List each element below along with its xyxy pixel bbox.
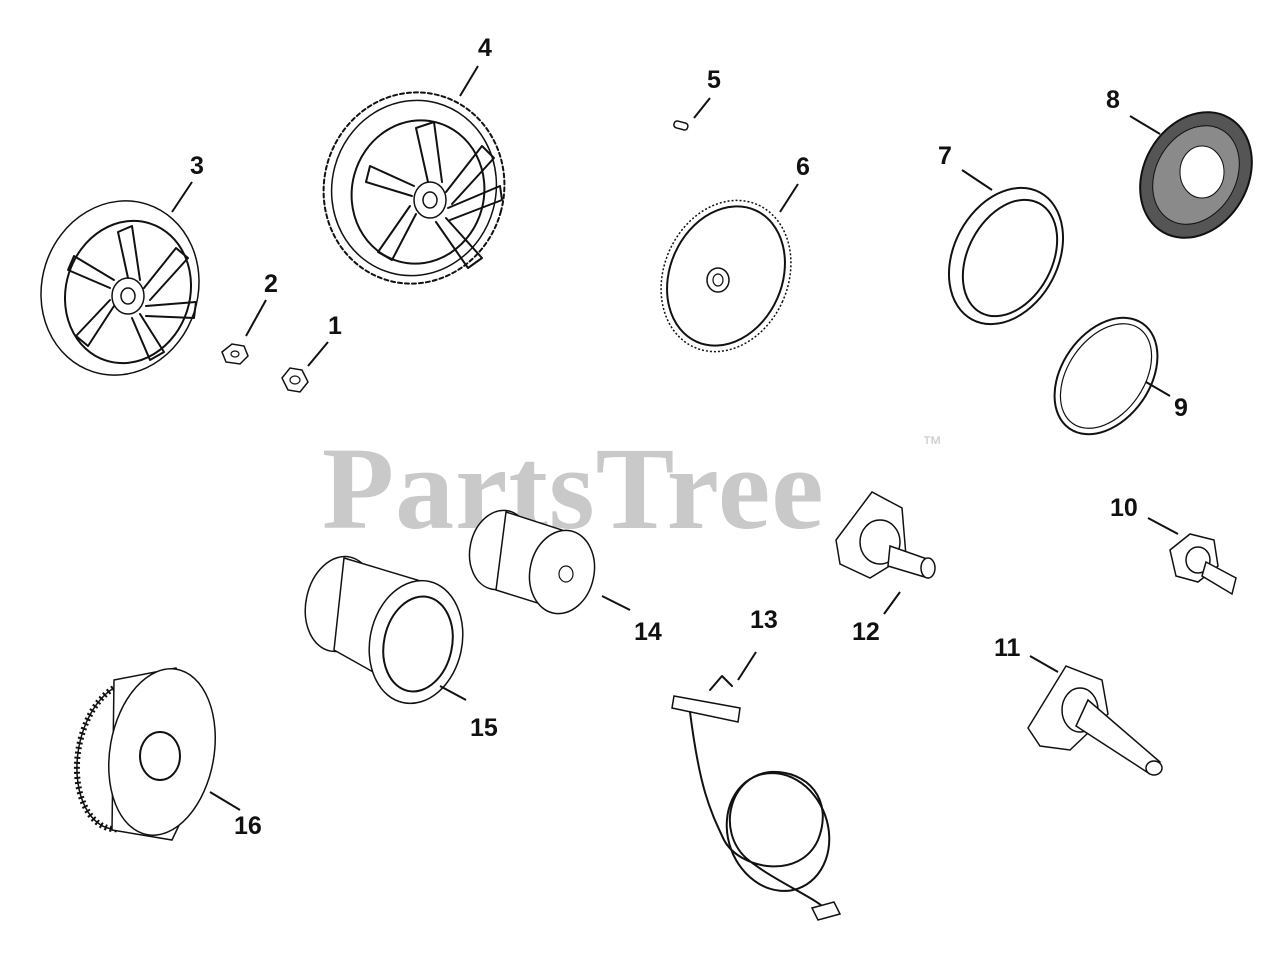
callout-8: 8 xyxy=(1106,86,1120,114)
leader-1 xyxy=(307,341,329,367)
part-14-spacer[interactable] xyxy=(462,505,602,620)
leader-10 xyxy=(1147,517,1179,535)
callout-3: 3 xyxy=(190,152,204,180)
part-4-flywheel-ring-gear[interactable] xyxy=(302,72,526,304)
part-11-spindle[interactable] xyxy=(1027,665,1163,776)
callout-4: 4 xyxy=(478,34,492,62)
leader-8 xyxy=(1129,115,1161,135)
callout-11: 11 xyxy=(994,634,1021,662)
callout-13: 13 xyxy=(750,606,778,634)
callout-2: 2 xyxy=(264,270,278,298)
callout-16: 16 xyxy=(234,812,262,840)
leader-6 xyxy=(779,183,799,213)
callout-12: 12 xyxy=(852,618,880,646)
leader-11 xyxy=(1029,655,1059,673)
callout-14: 14 xyxy=(634,618,662,646)
callout-5: 5 xyxy=(707,66,721,94)
part-2-washer[interactable] xyxy=(221,343,249,365)
leader-14 xyxy=(601,595,631,611)
part-15-flanged-tube[interactable] xyxy=(297,550,474,712)
part-8-perforated-disc[interactable] xyxy=(1118,92,1274,258)
part-13-wire-harness[interactable] xyxy=(671,675,846,921)
callout-7: 7 xyxy=(938,142,952,170)
watermark-trademark: ™ xyxy=(922,433,942,455)
leader-4 xyxy=(459,65,479,97)
part-16-toothed-pulley[interactable] xyxy=(66,660,228,844)
leader-7 xyxy=(961,169,993,191)
callout-15: 15 xyxy=(470,714,498,742)
callout-6: 6 xyxy=(796,153,810,181)
part-12-flanged-shaft[interactable] xyxy=(835,491,936,579)
part-1-nut[interactable] xyxy=(281,367,309,393)
leader-13 xyxy=(737,651,757,681)
part-5-pin[interactable] xyxy=(673,120,689,131)
part-3-flywheel[interactable] xyxy=(19,180,222,396)
part-10-shaft-adapter[interactable] xyxy=(1169,533,1237,596)
leader-2 xyxy=(245,299,267,337)
leader-3 xyxy=(171,181,193,213)
leader-16 xyxy=(209,791,241,811)
callout-1: 1 xyxy=(328,312,342,340)
part-6-disc-plate[interactable] xyxy=(638,180,815,373)
leader-5 xyxy=(693,97,711,119)
leader-12 xyxy=(883,591,901,615)
part-7-ring[interactable] xyxy=(926,168,1085,344)
part-9-gasket[interactable] xyxy=(1033,298,1179,453)
leader-15 xyxy=(439,685,467,701)
leader-9 xyxy=(1145,381,1171,397)
callout-10: 10 xyxy=(1110,494,1138,522)
callout-9: 9 xyxy=(1174,394,1188,422)
